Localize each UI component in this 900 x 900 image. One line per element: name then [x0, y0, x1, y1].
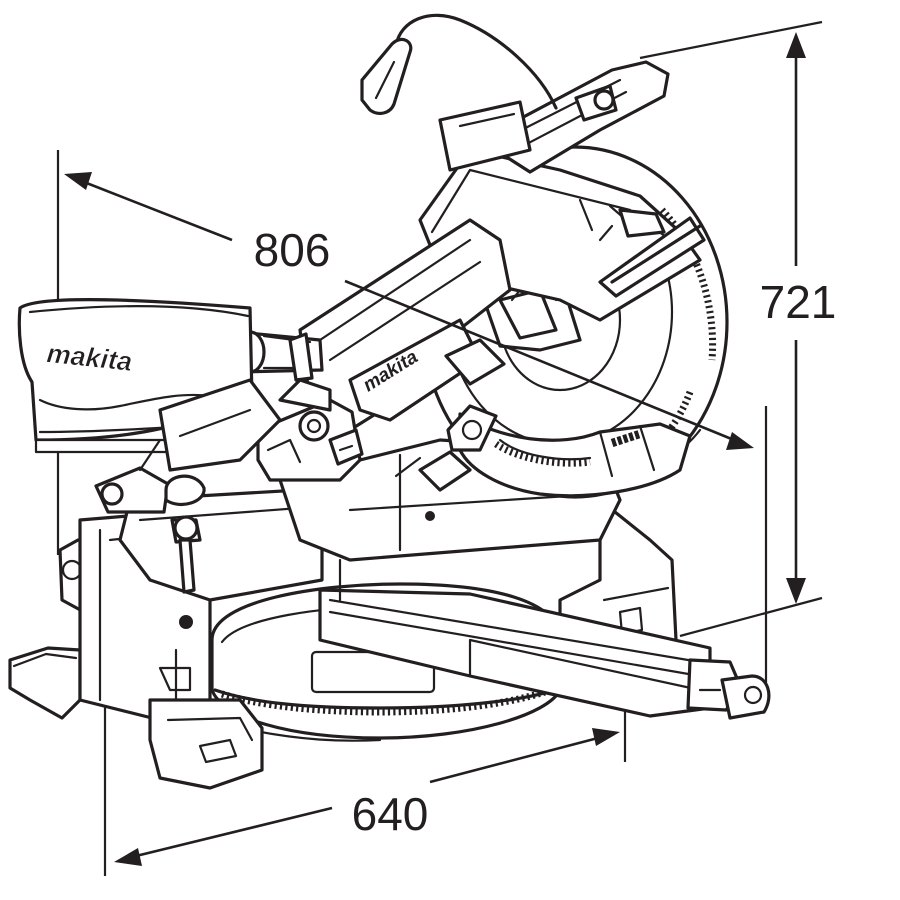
- lower-guard: ▮▮▮▮▮: [458, 412, 692, 498]
- length-dimension: 806: [64, 172, 754, 450]
- height-label: 721: [760, 276, 837, 328]
- arrowhead-right: [726, 432, 754, 450]
- pivot-arm: makita: [298, 218, 512, 521]
- hinge-block: [256, 378, 364, 482]
- arrowhead-bottom-left: [114, 848, 142, 866]
- handle-and-lamp: [360, 13, 670, 174]
- arrowhead-left: [64, 172, 92, 190]
- height-dimension: 721: [760, 32, 837, 604]
- sliding-rail: [318, 588, 771, 720]
- arrowhead-bottom: [786, 578, 806, 604]
- miter-saw-illustration: ▮▮▮▮▮: [8, 13, 771, 790]
- underframe: [94, 378, 282, 514]
- length-label: 806: [254, 224, 331, 276]
- arrowhead-top: [786, 32, 806, 58]
- depth-label: 640: [352, 788, 429, 840]
- depth-dimension: 640: [114, 728, 620, 866]
- arrowhead-bottom-right: [592, 728, 620, 746]
